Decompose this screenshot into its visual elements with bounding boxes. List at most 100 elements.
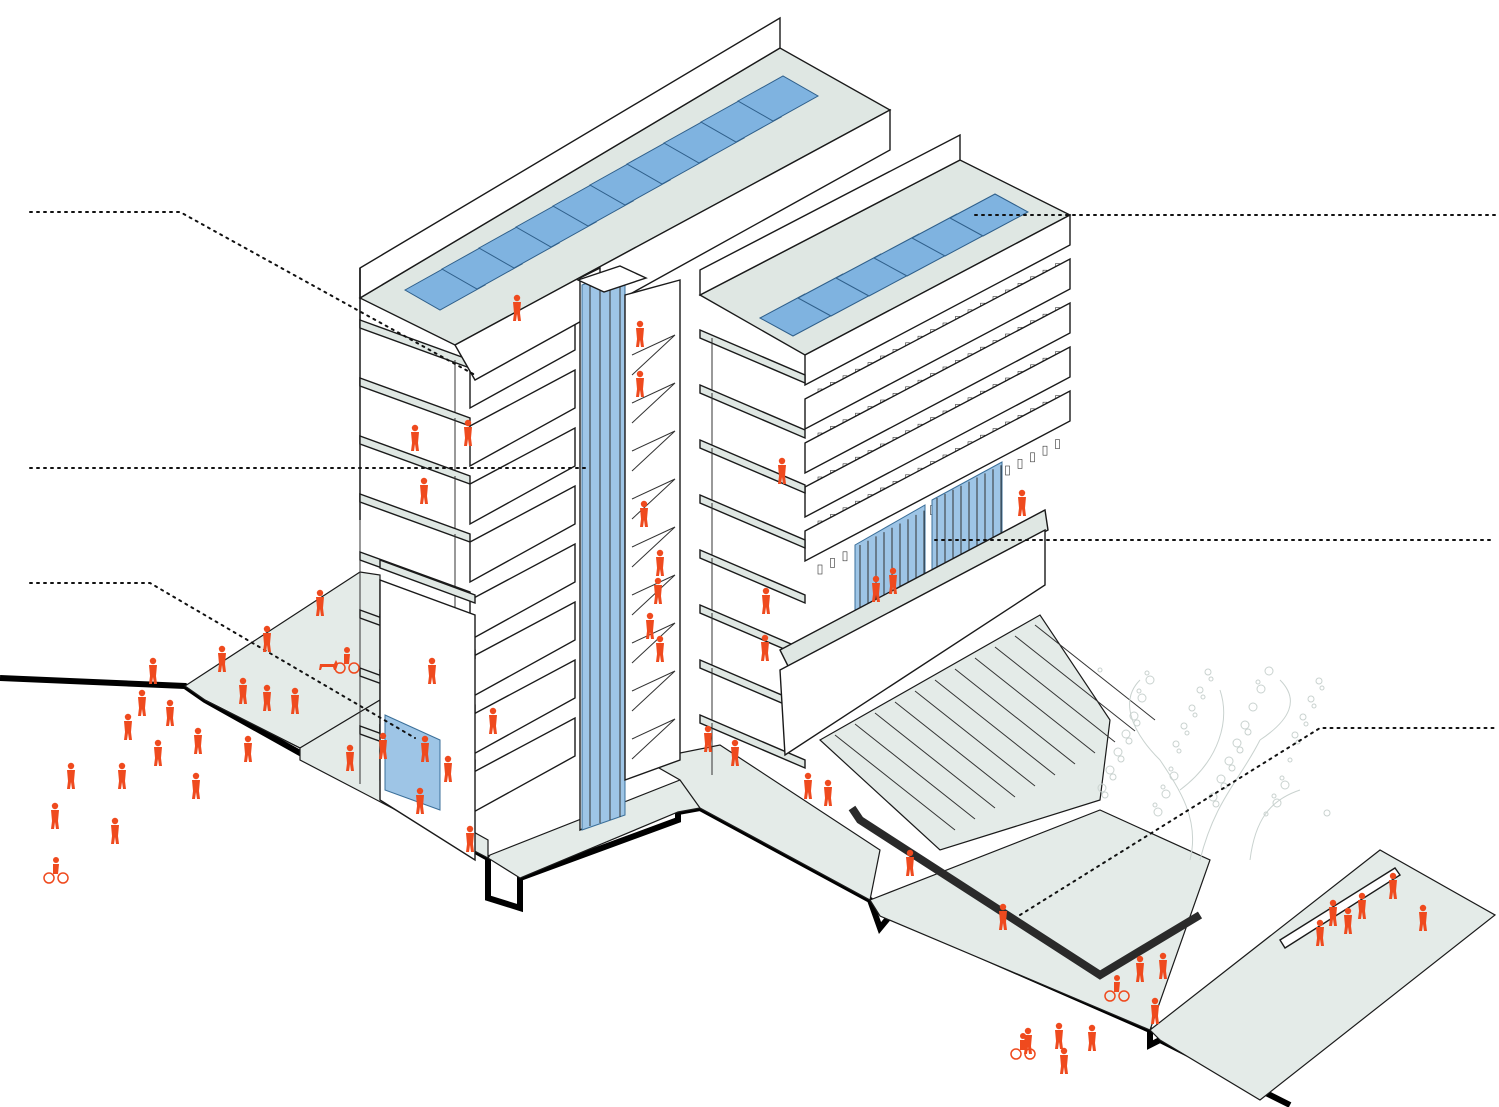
person-head [1055, 1022, 1063, 1030]
person-head [291, 687, 299, 695]
person-icon [1159, 952, 1167, 979]
person-head [1358, 892, 1366, 900]
wheel [1118, 990, 1130, 1002]
louver-line [1014, 635, 1136, 732]
left-wing-long-facade [454, 108, 891, 381]
person-head [1088, 1024, 1096, 1032]
person-body [1136, 963, 1144, 982]
cyclist-head [344, 647, 350, 653]
person-body [416, 795, 424, 814]
person-icon [218, 645, 226, 672]
tree-leaf [1109, 773, 1117, 781]
louver-line [934, 679, 1056, 776]
tree-leaf [1323, 809, 1331, 817]
person-icon [762, 587, 770, 614]
person-icon [513, 294, 521, 321]
person-icon [1344, 907, 1352, 934]
tree-leaf [1271, 793, 1277, 799]
tree-leaf [1168, 766, 1174, 772]
left-floor-facade [469, 426, 576, 526]
person-icon [656, 635, 664, 662]
person-icon [138, 689, 146, 716]
person-icon [640, 500, 648, 527]
tree-leaf [1176, 748, 1182, 754]
tree-leaf [1212, 800, 1220, 808]
tree-leaf [1125, 737, 1133, 745]
louver-line [994, 646, 1116, 743]
person-icon [124, 713, 132, 740]
person-head [1329, 899, 1337, 907]
person-body [489, 715, 497, 734]
window [1005, 465, 1010, 476]
person-icon [761, 634, 769, 661]
person-icon [889, 567, 897, 594]
wheel [1104, 990, 1116, 1002]
cyclist-head [53, 857, 59, 863]
person-icon [194, 727, 202, 754]
person-icon [489, 707, 497, 734]
cyclist-icon [1010, 1033, 1036, 1060]
person-body [118, 770, 126, 789]
cyclist-body [1020, 1040, 1026, 1050]
tree-leaf [1121, 729, 1131, 739]
tree-leaf [1208, 792, 1218, 802]
tree-leaf [1244, 728, 1252, 736]
person-icon [1055, 1022, 1063, 1049]
person-head [118, 762, 126, 770]
wheel [1024, 1048, 1036, 1060]
person-head [824, 779, 832, 787]
window [1030, 452, 1035, 463]
person-body [51, 810, 59, 829]
window [1055, 439, 1060, 449]
tree-leaf [1172, 740, 1180, 748]
tree-leaf [1236, 746, 1244, 754]
tree-leaf [1299, 713, 1307, 721]
person-head [411, 424, 419, 432]
person-body [464, 427, 472, 446]
right-parapet-back [699, 133, 961, 297]
person-head [1060, 1047, 1068, 1055]
person-icon [1389, 872, 1397, 899]
wheel [57, 872, 69, 884]
person-head [444, 755, 452, 763]
tree-leaf [1272, 798, 1282, 808]
right-terrace-underside [779, 528, 1046, 757]
person-body [1344, 915, 1352, 934]
person-body [111, 825, 119, 844]
person-head [194, 727, 202, 735]
tree-leaf [1216, 774, 1226, 784]
cyclist-body [53, 864, 59, 874]
person-icon [263, 684, 271, 711]
tree-leaf [1319, 685, 1325, 691]
person-icon [149, 657, 157, 684]
person-head [464, 419, 472, 427]
tree-leaf [1228, 764, 1236, 772]
person-icon [1151, 997, 1159, 1024]
person-icon [67, 762, 75, 789]
person-head [1316, 919, 1324, 927]
person-icon [646, 612, 654, 639]
person-icon [636, 320, 644, 347]
person-icon [421, 735, 429, 762]
person-body [1159, 960, 1167, 979]
person-icon [316, 589, 324, 616]
tree-leaf [1136, 688, 1142, 694]
dog-body [319, 660, 338, 670]
person-body [239, 685, 247, 704]
person-body [149, 665, 157, 684]
person-head [1159, 952, 1167, 960]
cyclist-icon [334, 647, 360, 674]
person-body [138, 697, 146, 716]
person-body [761, 642, 769, 661]
person-head [640, 500, 648, 508]
person-body [1018, 497, 1026, 516]
tree-leaf [1188, 704, 1196, 712]
right-floor-slab [699, 713, 806, 770]
louver-line [974, 657, 1096, 754]
louver-line [954, 668, 1076, 765]
person-head [513, 294, 521, 302]
tree-leaf [1097, 783, 1107, 793]
person-body [906, 857, 914, 876]
person-head [420, 477, 428, 485]
